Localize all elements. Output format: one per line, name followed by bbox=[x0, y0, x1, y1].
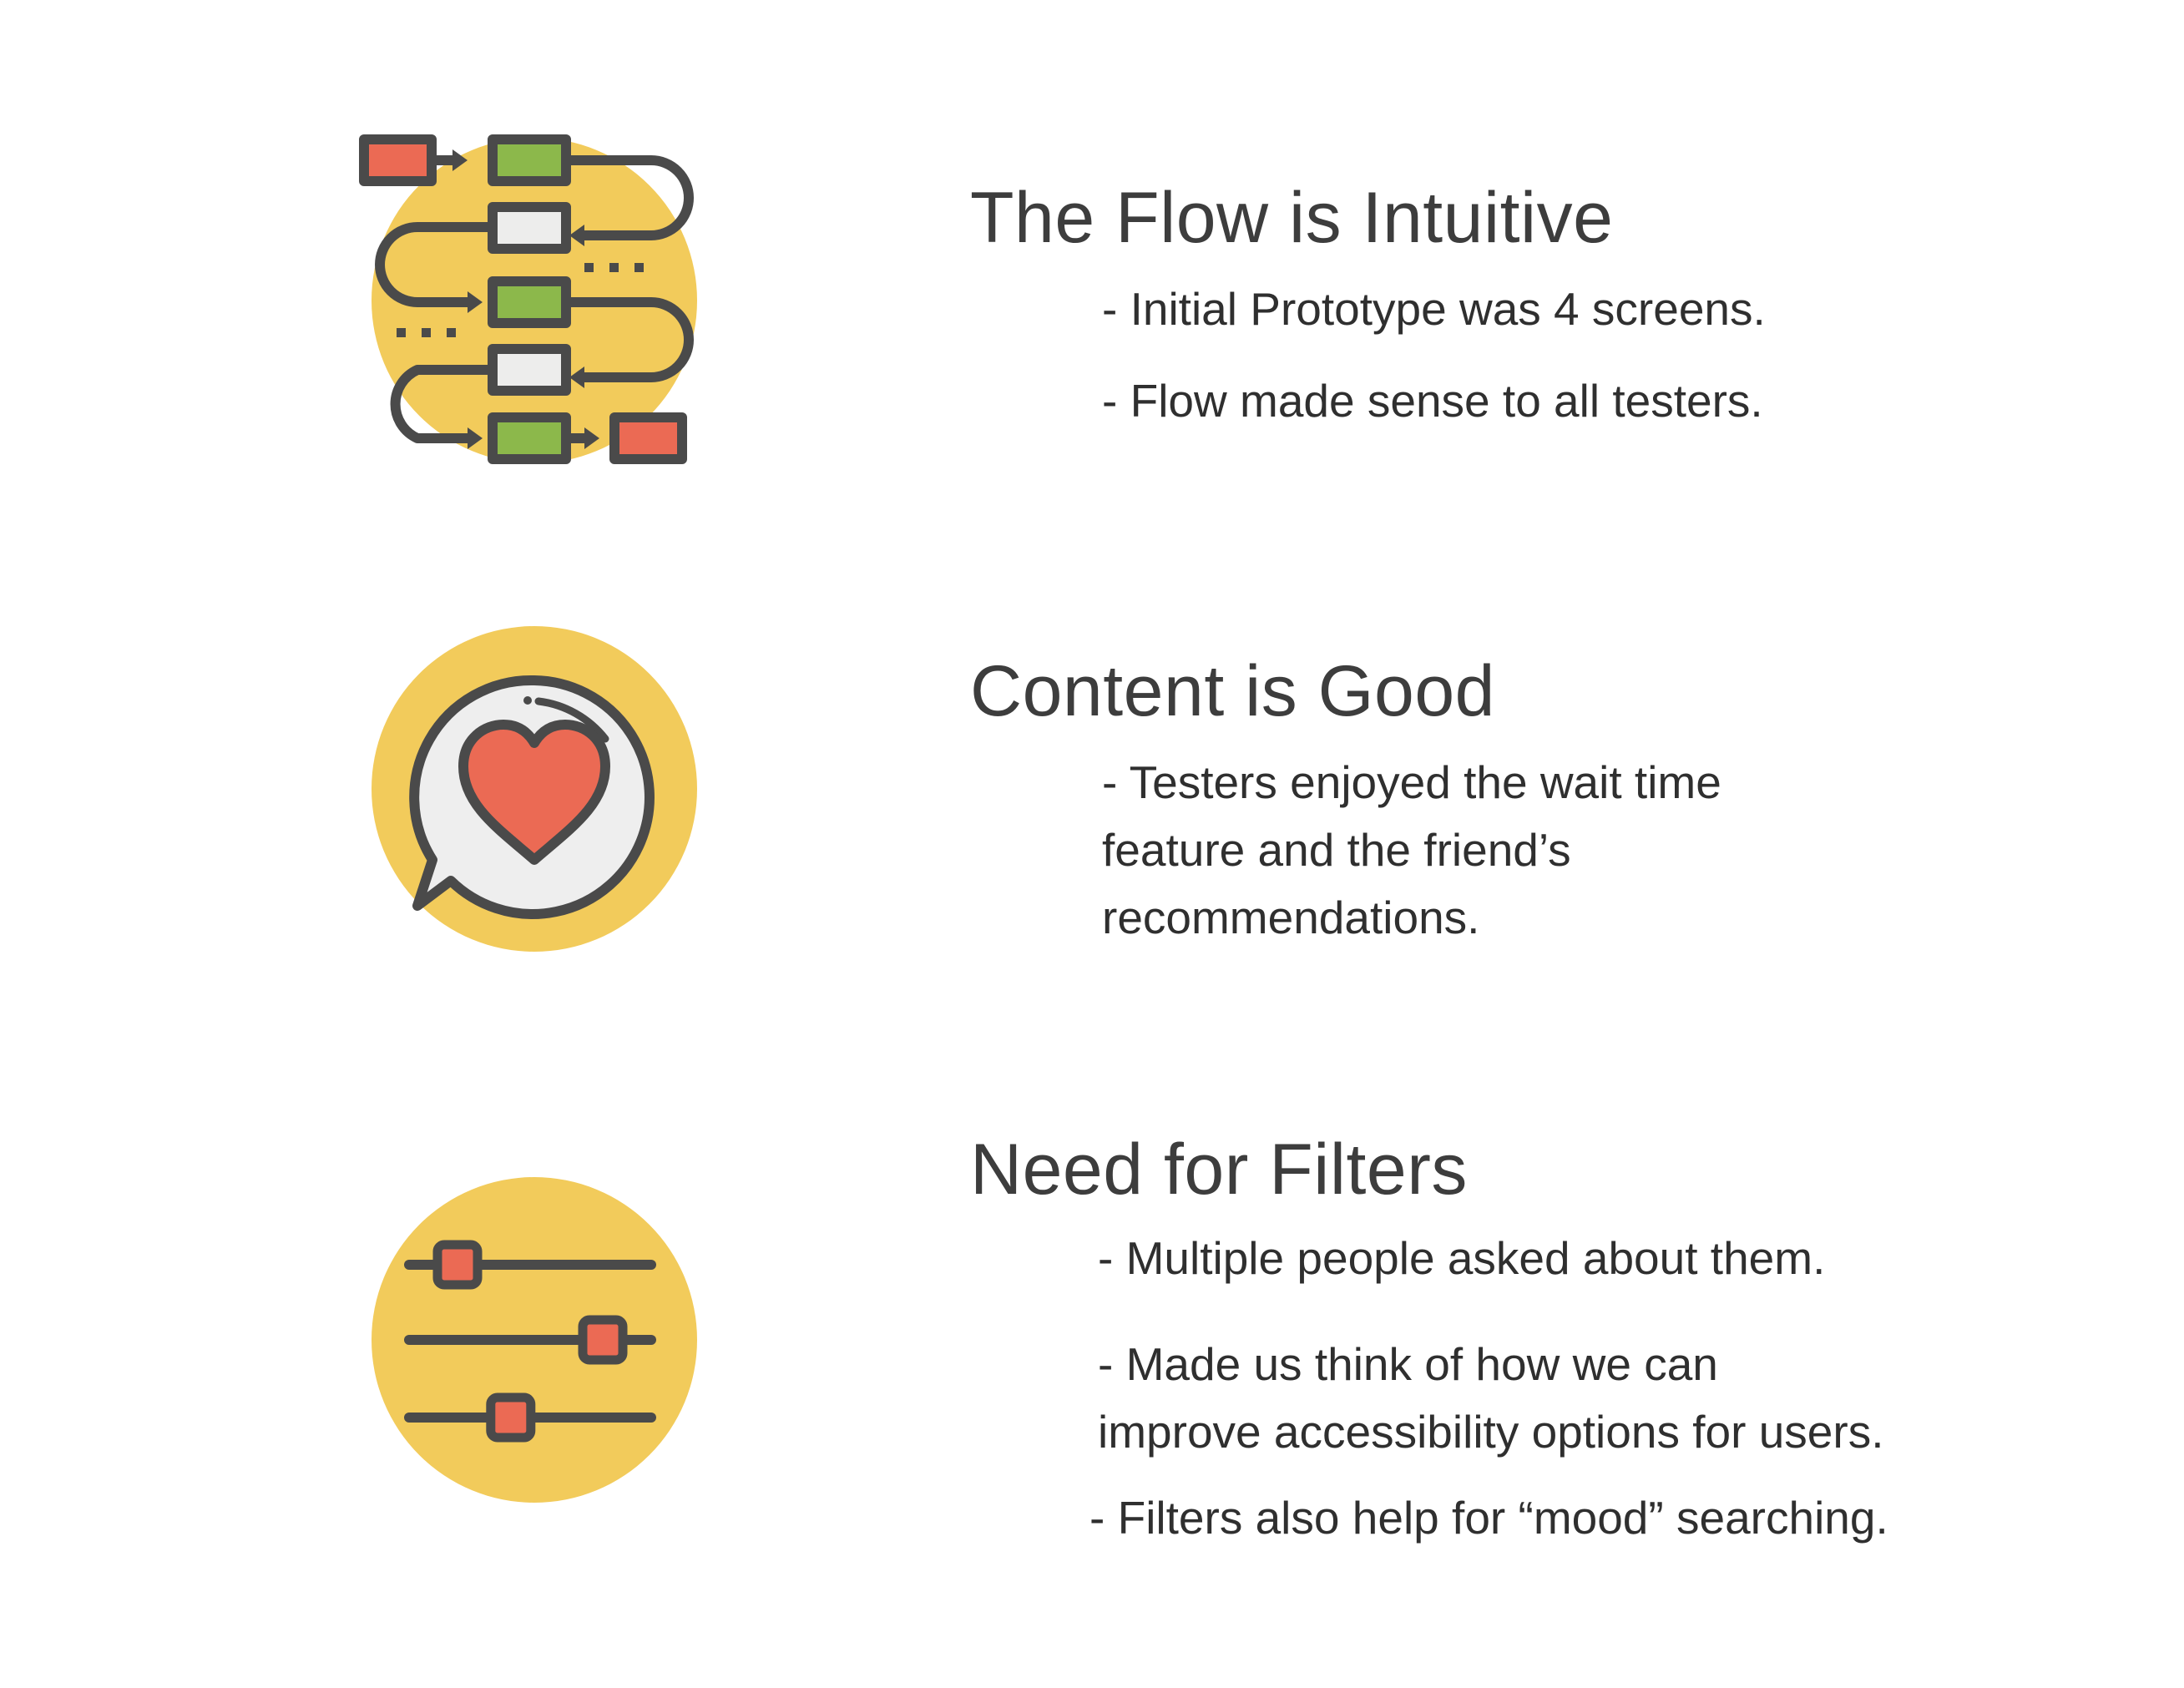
filters-bullet-4: - Filters also help for “mood” searching… bbox=[1089, 1492, 1888, 1544]
flowchart-icon bbox=[359, 134, 697, 464]
section-heading-flow: The Flow is Intuitive bbox=[970, 178, 1614, 258]
content-bullet-3: recommendations. bbox=[1102, 892, 1480, 943]
section-heading-filters: Need for Filters bbox=[970, 1130, 1468, 1210]
content-bullet-1: - Testers enjoyed the wait time bbox=[1102, 756, 1721, 808]
content-bullet-2: feature and the friend’s bbox=[1102, 824, 1571, 876]
heart-speech-bubble-icon bbox=[372, 626, 697, 952]
section-heading-content: Content is Good bbox=[970, 651, 1495, 731]
flow-bullet-1: - Initial Prototype was 4 screens. bbox=[1102, 283, 1766, 335]
slider-knob-3 bbox=[486, 1392, 536, 1443]
filter-sliders-icon bbox=[372, 1177, 697, 1503]
filters-bullet-2: - Made us think of how we can bbox=[1098, 1338, 1718, 1390]
flow-bullet-2: - Flow made sense to all testers. bbox=[1102, 375, 1763, 427]
filters-bullet-3: improve accessibility options for users. bbox=[1098, 1406, 1884, 1458]
filters-bullet-1: - Multiple people asked about them. bbox=[1098, 1232, 1826, 1284]
slider-knob-1 bbox=[432, 1240, 483, 1290]
slider-knob-2 bbox=[578, 1315, 628, 1365]
